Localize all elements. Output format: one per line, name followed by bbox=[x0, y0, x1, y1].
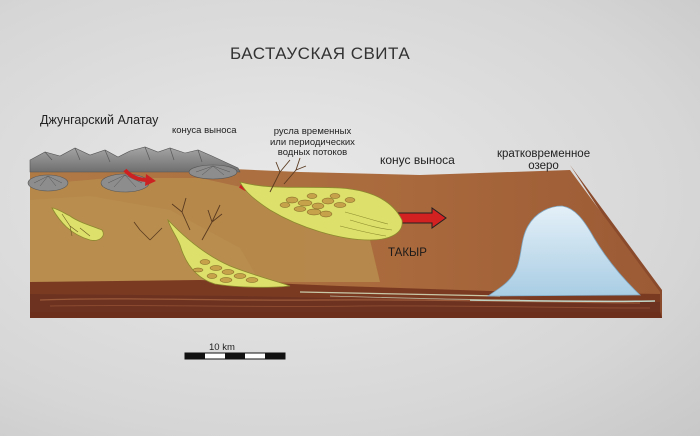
label-streams-line-3: водных потоков bbox=[277, 147, 348, 158]
scale-bar-label: 10 km bbox=[209, 342, 235, 353]
label-alluvial-fan: конус выноса bbox=[380, 153, 455, 167]
label-streams-line-1: русла временных bbox=[273, 126, 352, 137]
mountain-range bbox=[29, 146, 241, 173]
left-buried-fan bbox=[51, 207, 104, 241]
diagram-title: БАСТАУСКАЯ СВИТА bbox=[230, 44, 411, 63]
upper-alluvial-fan bbox=[239, 157, 403, 241]
label-lake-line-2: озеро bbox=[528, 160, 559, 172]
deep-layers bbox=[30, 280, 660, 312]
label-takyr: ТАКЫР bbox=[388, 247, 427, 259]
label-lake-line-1: кратковременное bbox=[497, 148, 591, 160]
label-streams-line-2: или периодических bbox=[270, 136, 355, 148]
label-alluvial-fans: конуса выноса bbox=[172, 125, 237, 136]
label-ephemeral-lake: кратковременное озеро bbox=[497, 148, 590, 172]
lower-buried-fan bbox=[133, 197, 291, 288]
ephemeral-lake bbox=[486, 205, 641, 297]
label-dzungarian-alatau: Джунгарский Алатау bbox=[40, 113, 159, 127]
label-temporary-streams: русла временных или периодических водных… bbox=[270, 126, 355, 159]
scale-bar bbox=[184, 352, 286, 360]
